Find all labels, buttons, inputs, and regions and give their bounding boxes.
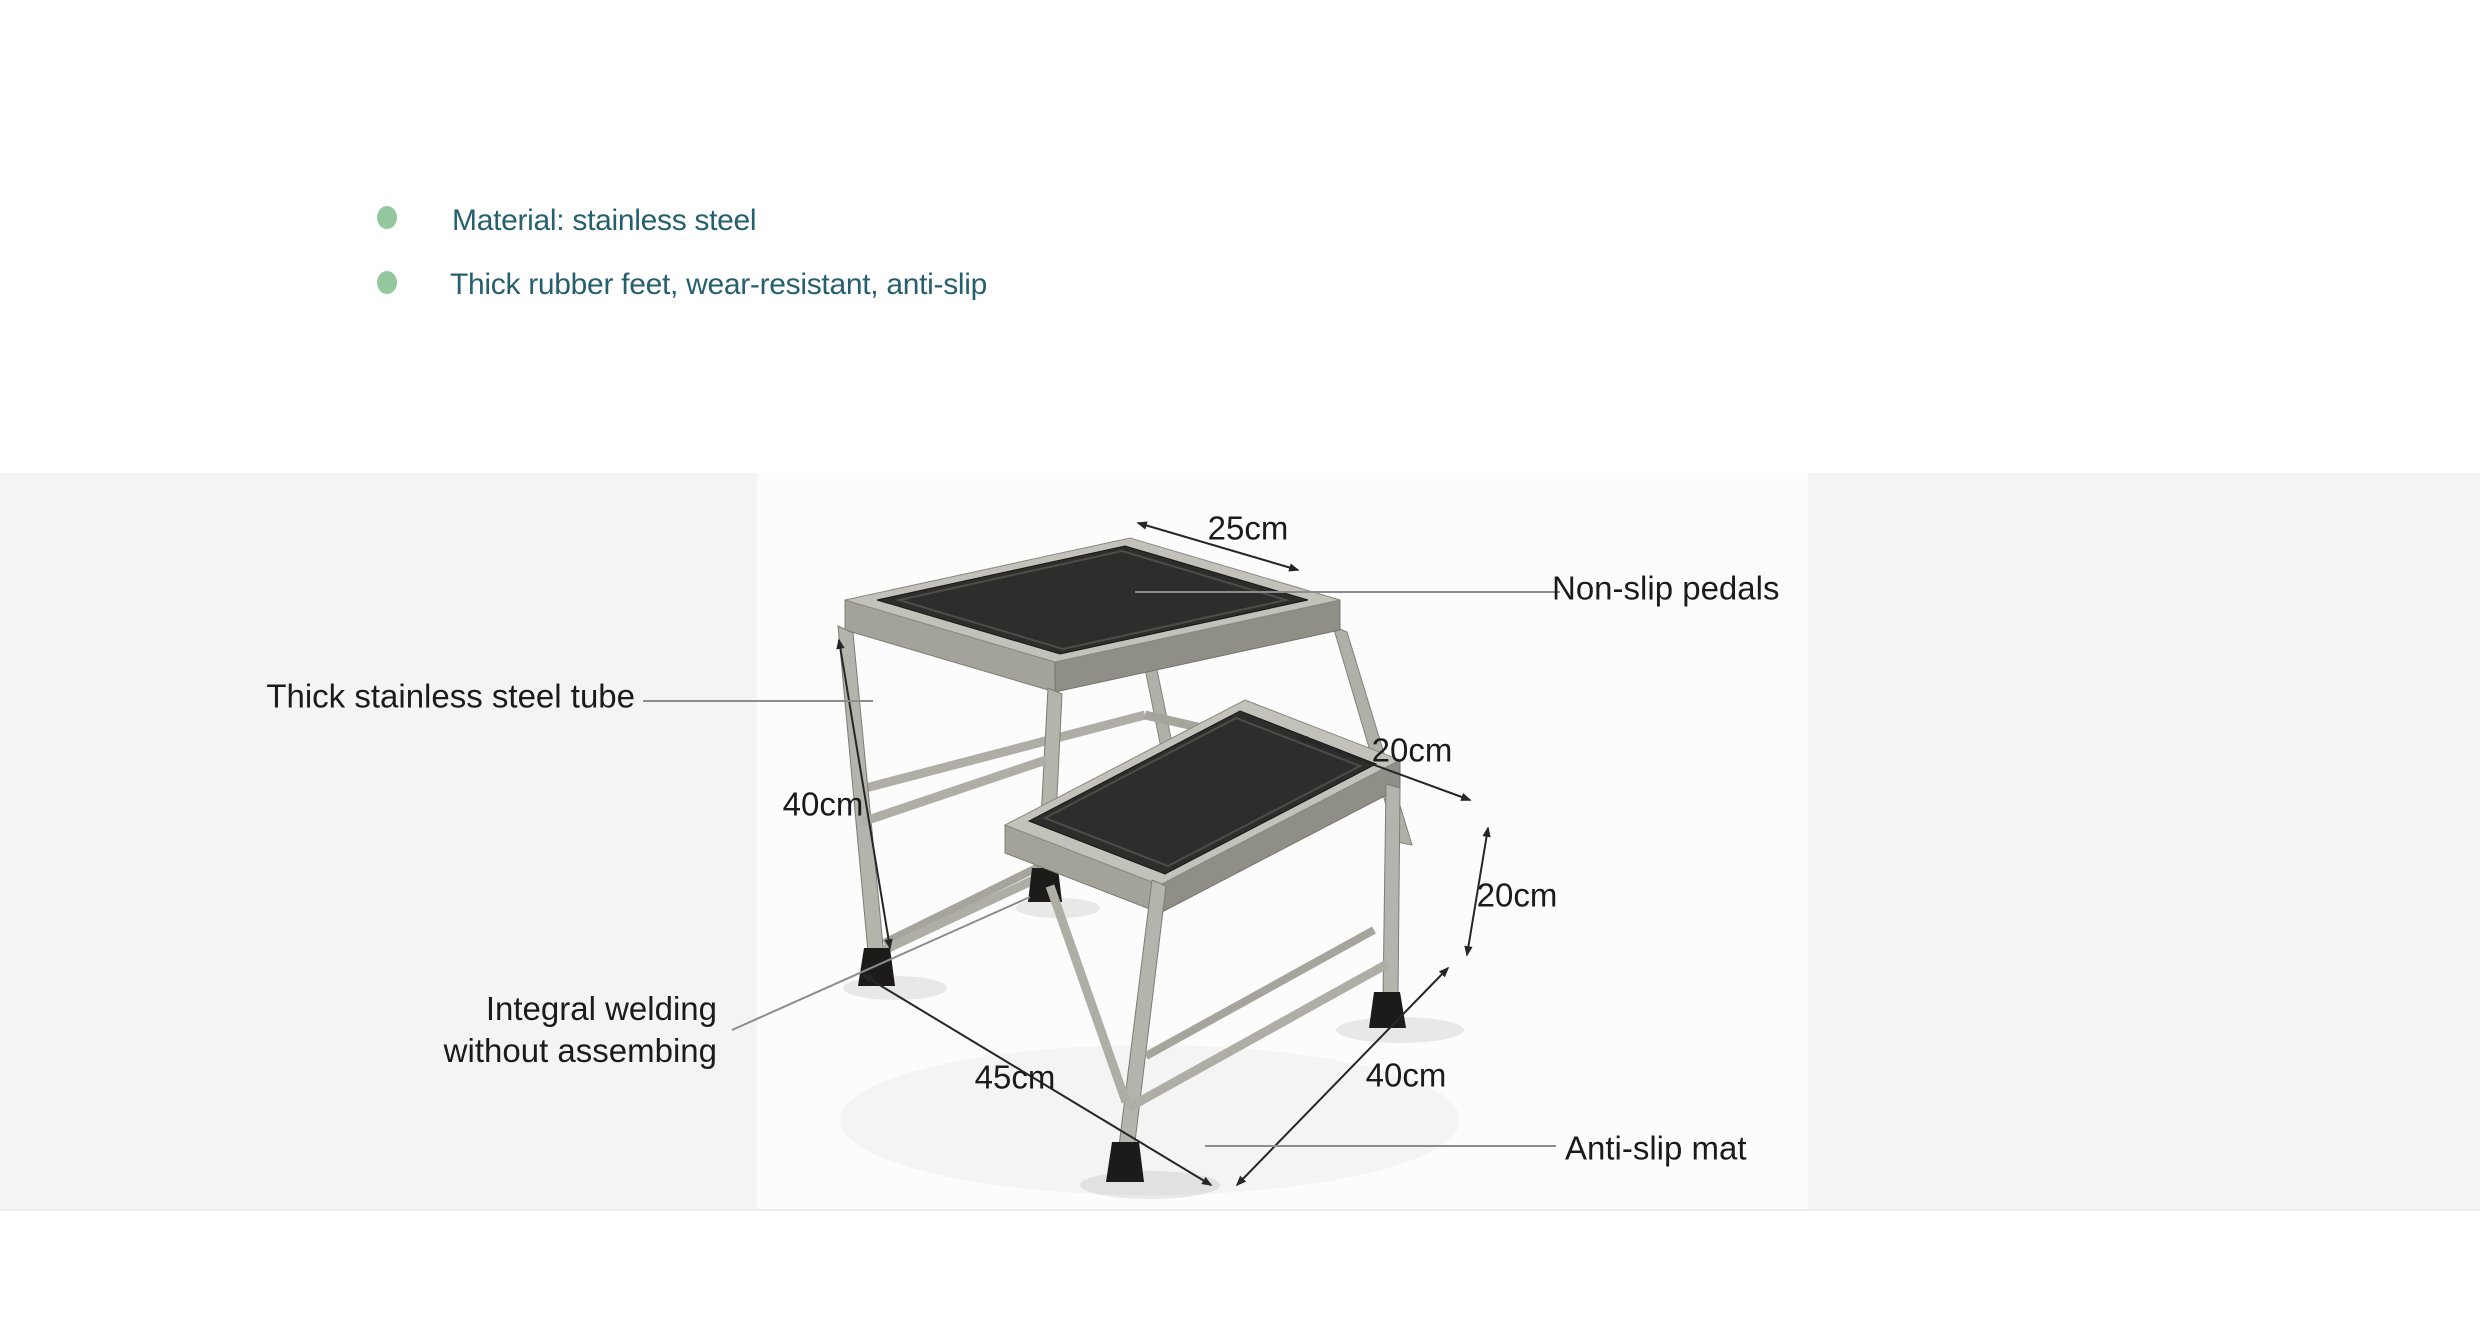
callout-anti-slip-mat: Anti-slip mat bbox=[1565, 1129, 1747, 1167]
callout-integral-welding-line1: Integral welding bbox=[485, 990, 717, 1027]
dimension-arrows bbox=[836, 521, 1491, 1187]
bullet-dot-icon bbox=[377, 271, 397, 294]
callout-steel-tube: Thick stainless steel tube bbox=[266, 677, 635, 715]
dim-arrow-lower-depth bbox=[1296, 736, 1472, 801]
dimension-label-lower-depth: 20cm bbox=[1371, 731, 1453, 769]
dim-arrow-lower-height bbox=[1464, 826, 1491, 957]
bullet-dot-icon bbox=[377, 206, 397, 229]
rubber-foot bbox=[1106, 1142, 1144, 1182]
callout-integral-welding-line2: without assembing bbox=[443, 1032, 717, 1069]
bullet-item-material: Material: stainless steel bbox=[452, 204, 757, 237]
rubber-foot bbox=[1369, 992, 1406, 1028]
bullet-item-rubber-feet: Thick rubber feet, wear-resistant, anti-… bbox=[450, 268, 988, 301]
dimension-label-base-depth: 45cm bbox=[974, 1058, 1056, 1096]
dim-arrow-base-depth bbox=[861, 974, 1213, 1186]
dimension-label-top-depth: 25cm bbox=[1207, 509, 1289, 547]
step-stool-image bbox=[643, 473, 1808, 1209]
dim-arrow-top-depth bbox=[1136, 521, 1300, 572]
leader-integral-welding bbox=[731, 896, 1031, 1031]
dim-arrow-top-height bbox=[836, 638, 893, 950]
dim-arrow-base-width bbox=[1235, 966, 1450, 1187]
dimension-label-top-height: 40cm bbox=[782, 785, 864, 823]
rubber-foot bbox=[858, 948, 895, 986]
dimension-label-base-width: 40cm bbox=[1365, 1056, 1447, 1094]
callout-leader-lines bbox=[643, 591, 1560, 1147]
callout-non-slip-pedals: Non-slip pedals bbox=[1552, 569, 1780, 607]
dimension-label-lower-height: 20cm bbox=[1476, 876, 1558, 914]
callout-integral-welding: Integral welding without assembing bbox=[444, 988, 717, 1072]
